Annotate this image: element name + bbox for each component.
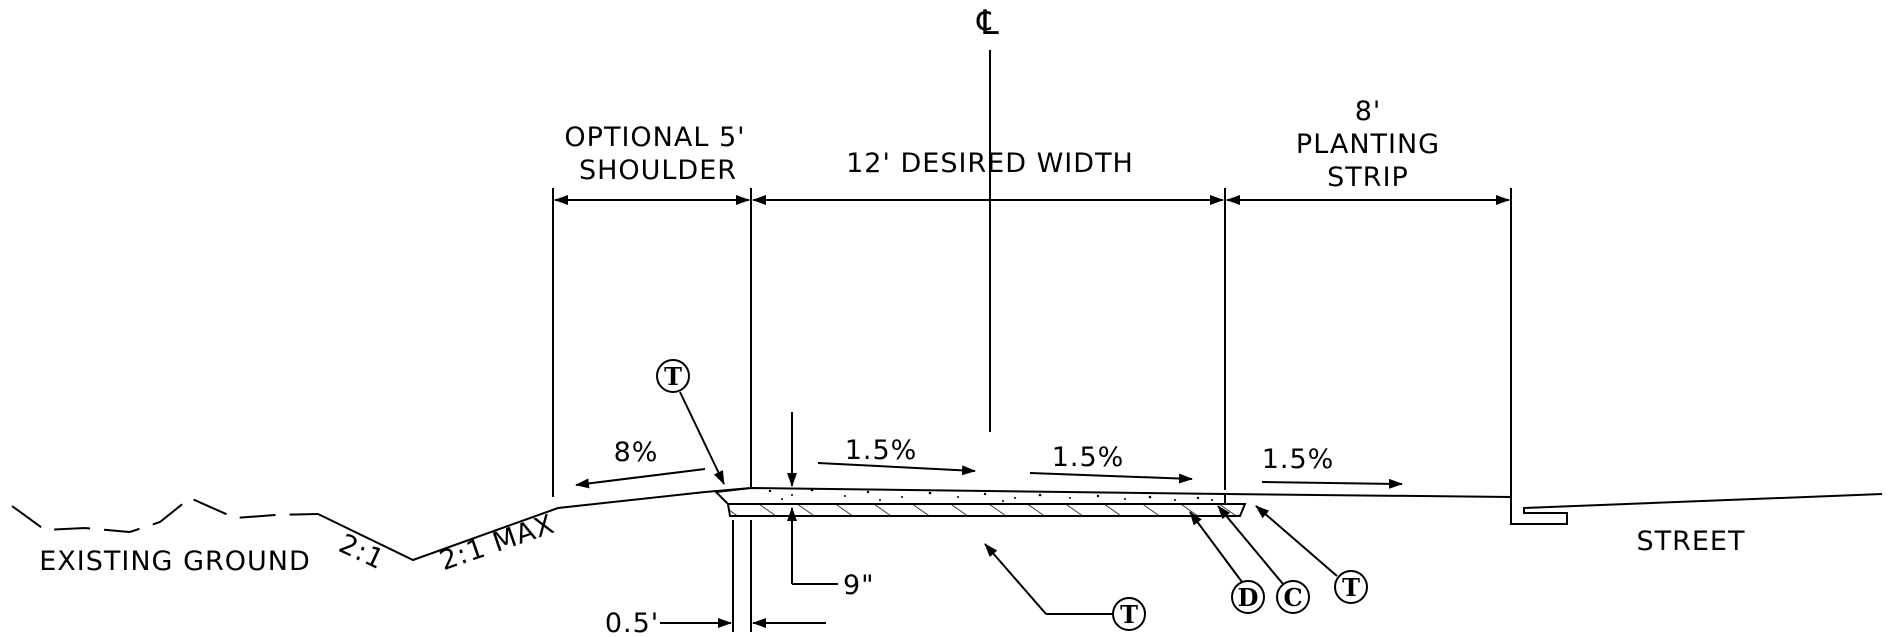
callout-t-right-text: T (1342, 573, 1360, 602)
shoulder-label-line1: OPTIONAL 5' (564, 122, 745, 153)
desired-width-label: 12' DESIRED WIDTH (846, 148, 1134, 179)
callout-c: C (1217, 505, 1310, 614)
grading-profile (317, 491, 706, 562)
slope-arrow-15-b (1029, 472, 1193, 484)
slope-8-label: 8% (614, 437, 659, 468)
slope-arrow-8 (575, 468, 706, 489)
path-pavement (713, 486, 1247, 517)
shoulder-label-line2: SHOULDER (579, 155, 737, 186)
slope-15-label-c: 1.5% (1262, 444, 1335, 475)
callout-d: D (1189, 511, 1265, 614)
planting-label-line1: 8' (1355, 96, 1382, 127)
callout-t-top: T (656, 359, 725, 485)
depth-dimension: 9" (787, 412, 875, 601)
existing-ground-label: EXISTING GROUND (39, 546, 311, 577)
planting-strip-line (1224, 493, 1512, 498)
slope-arrow-15-c (1261, 478, 1403, 489)
centerline: ℄ (976, 3, 999, 432)
offset-dimension: 0.5' (605, 520, 826, 637)
slope-15-label-a: 1.5% (845, 435, 918, 466)
slope-21-label: 2:1 (334, 528, 389, 576)
curb (1510, 493, 1883, 525)
extension-lines (552, 188, 1512, 497)
callout-c-text: C (1283, 583, 1302, 612)
planting-label-line3: STRIP (1327, 162, 1409, 193)
callout-t-top-text: T (664, 362, 682, 391)
callout-t-right: T (1255, 505, 1368, 604)
callout-d-text: D (1238, 583, 1259, 612)
depth-9-label: 9" (843, 570, 875, 601)
slope-arrow-15-a (817, 462, 976, 476)
callout-t-bottom: T (984, 543, 1146, 631)
centerline-symbol: ℄ (976, 3, 999, 43)
slope-15-label-b: 1.5% (1052, 442, 1125, 473)
planting-label-line2: PLANTING (1296, 129, 1440, 160)
existing-ground-line (11, 496, 319, 534)
slope-21-max-label: 2:1 MAX (436, 509, 559, 577)
street-label: STREET (1636, 526, 1745, 557)
callout-t-bottom-text: T (1120, 600, 1138, 629)
offset-05-label: 0.5' (605, 608, 659, 637)
